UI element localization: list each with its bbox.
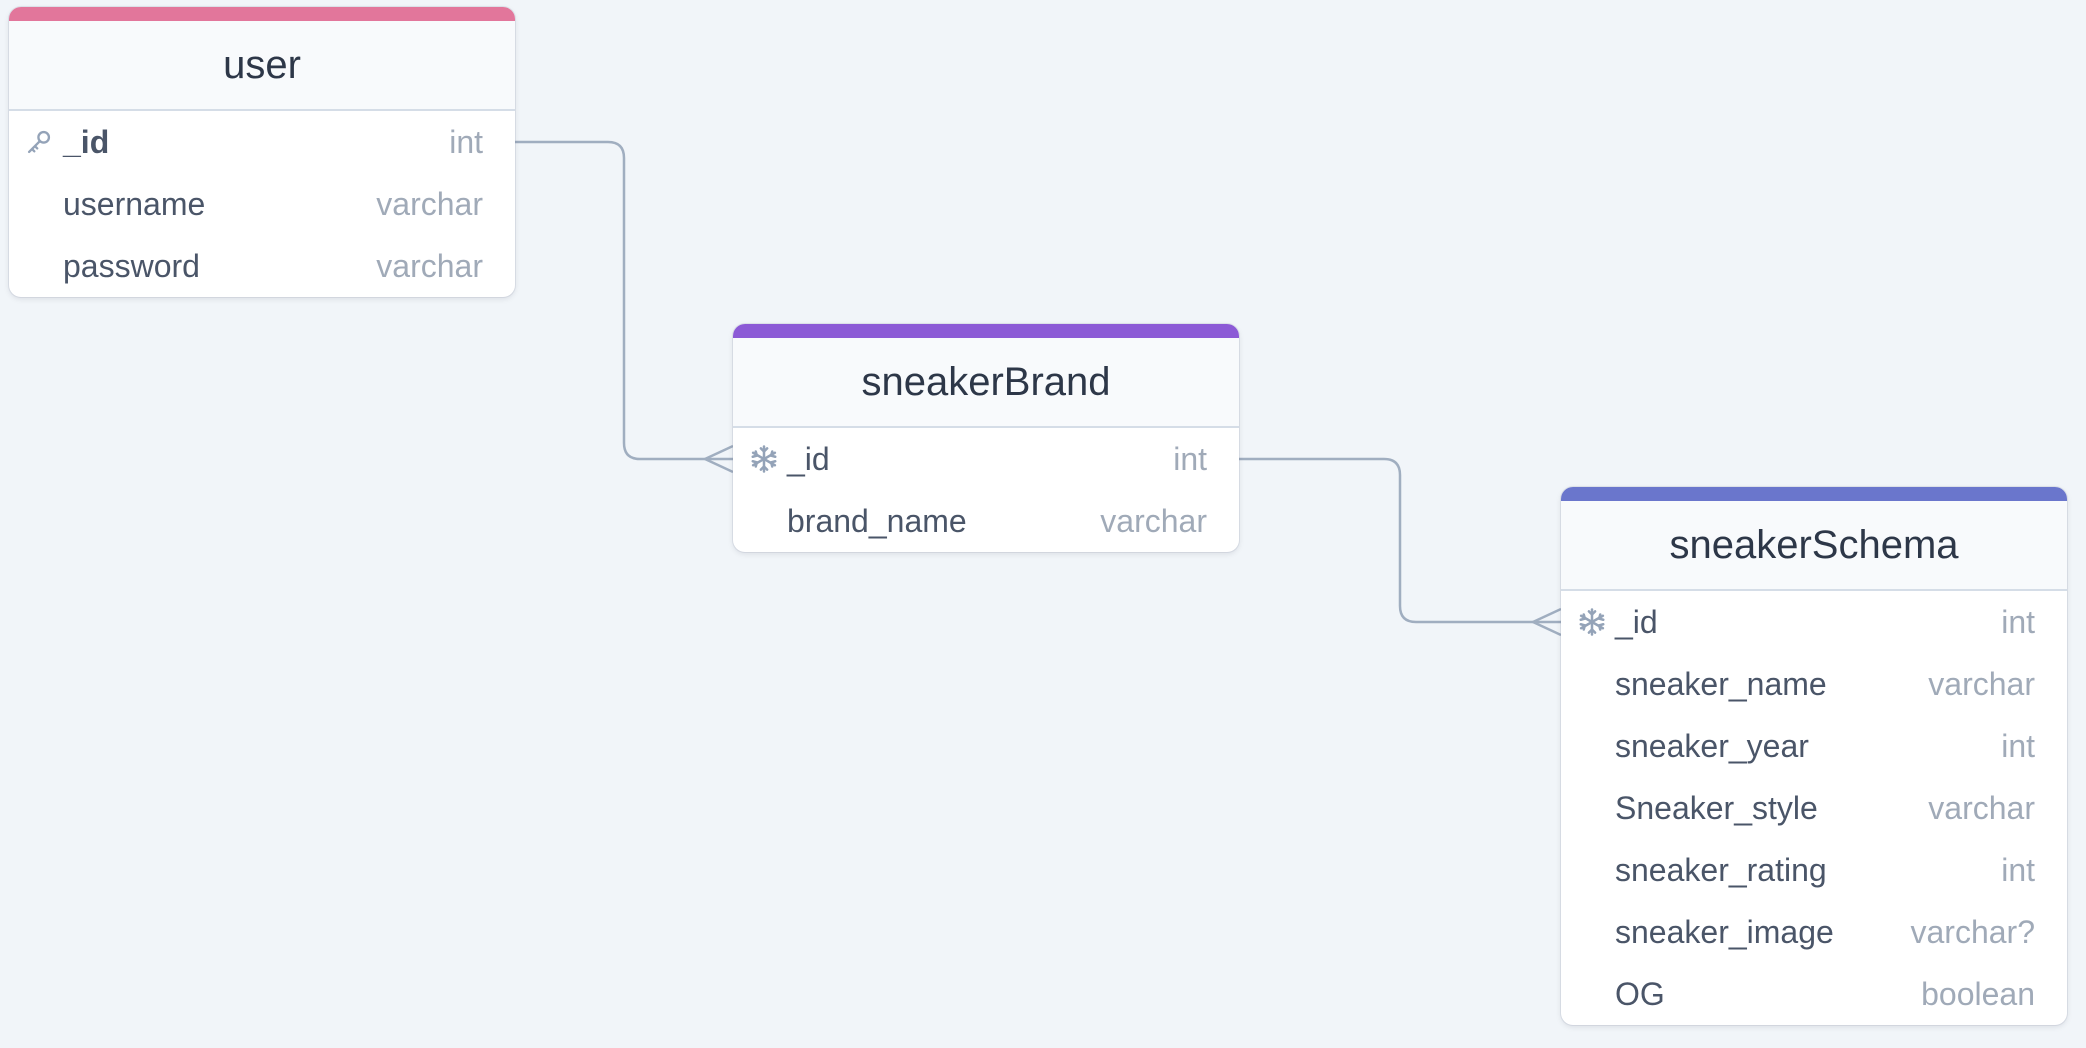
field-name: _id [63,123,110,160]
table-title[interactable]: user [9,21,515,111]
field-name: brand_name [787,502,967,539]
field-row[interactable]: sneaker_rating int [1561,839,2067,901]
table-title[interactable]: sneakerBrand [733,338,1239,428]
field-type: varchar [1100,502,1207,539]
field-type: varchar [1928,665,2035,702]
field-row[interactable]: _id int [9,111,515,173]
field-type: varchar [1928,789,2035,826]
snowflake-icon [1577,604,1615,640]
field-type: int [2001,851,2035,888]
field-name: _id [1615,603,1658,640]
field-type: varchar [376,185,483,222]
field-type: int [449,123,483,160]
field-name: _id [787,440,830,477]
field-icon-placeholder [1577,790,1615,826]
crows-foot-marker [704,444,734,474]
table-accent-bar [733,324,1239,338]
field-icon-placeholder [1577,728,1615,764]
field-icon-placeholder [749,503,787,539]
table-accent-bar [1561,487,2067,501]
table-user[interactable]: user _id int username varchar password varchar [9,7,515,297]
field-name: username [63,185,206,222]
field-name: Sneaker_style [1615,789,1818,826]
field-icon-placeholder [1577,976,1615,1012]
field-type: varchar? [1910,913,2036,950]
crows-foot-marker [1532,607,1562,637]
table-accent-bar [9,7,515,21]
field-row[interactable]: sneaker_image varchar? [1561,901,2067,963]
field-row[interactable]: password varchar [9,235,515,297]
table-title[interactable]: sneakerSchema [1561,501,2067,591]
field-name: sneaker_name [1615,665,1827,702]
field-row[interactable]: brand_name varchar [733,490,1239,552]
field-row[interactable]: _id int [1561,591,2067,653]
snowflake-icon [749,441,787,477]
field-icon-placeholder [25,186,63,222]
field-name: sneaker_year [1615,727,1809,764]
field-type: int [2001,603,2035,640]
field-row[interactable]: OG boolean [1561,963,2067,1025]
field-type: int [1173,440,1207,477]
field-icon-placeholder [1577,914,1615,950]
field-name: sneaker_image [1615,913,1834,950]
field-row[interactable]: sneaker_year int [1561,715,2067,777]
field-name: OG [1615,975,1665,1012]
field-row[interactable]: sneaker_name varchar [1561,653,2067,715]
field-icon-placeholder [25,248,63,284]
relationship-line[interactable] [515,140,733,461]
field-row[interactable]: Sneaker_style varchar [1561,777,2067,839]
field-icon-placeholder [1577,852,1615,888]
field-row[interactable]: username varchar [9,173,515,235]
field-row[interactable]: _id int [733,428,1239,490]
field-icon-placeholder [1577,666,1615,702]
key-icon [25,124,63,160]
field-type: varchar [376,247,483,284]
field-type: int [2001,727,2035,764]
table-sneakerbrand[interactable]: sneakerBrand _id int brand_name varchar [733,324,1239,552]
relationship-line[interactable] [1239,457,1561,624]
field-name: password [63,247,200,284]
field-type: boolean [1921,975,2035,1012]
field-name: sneaker_rating [1615,851,1827,888]
